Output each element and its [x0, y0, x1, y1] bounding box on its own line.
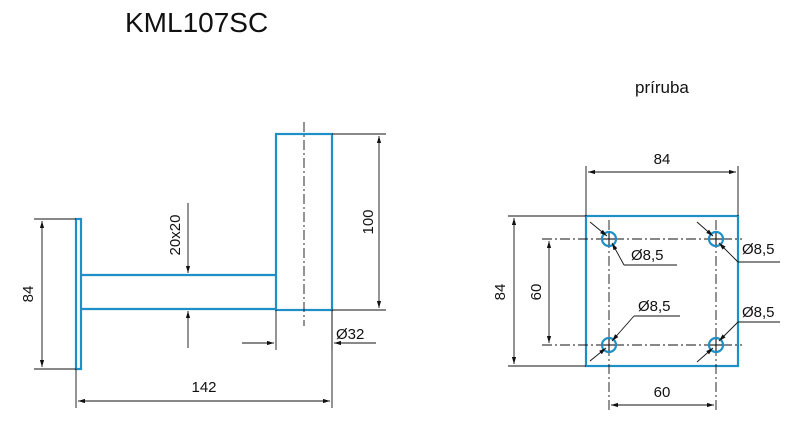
hole-label-bottom-right: Ø8,5	[742, 304, 775, 321]
hole-label-bottom-left: Ø8,5	[638, 298, 671, 315]
hole-bottom-right	[707, 336, 725, 354]
horizontal-arm	[81, 273, 276, 311]
flange-height-label: 84	[492, 284, 509, 301]
arm-section-label: 20x20	[167, 215, 184, 256]
hole-top-right	[707, 230, 725, 248]
hole-spacing-vertical-label: 60	[528, 284, 545, 301]
hole-spacing-horizontal-label: 60	[654, 384, 671, 401]
plate-height-label: 84	[20, 286, 37, 303]
hole-label-top-right: Ø8,5	[742, 241, 775, 258]
mast-height-label: 100	[360, 209, 377, 234]
flange-caption: príruba	[635, 78, 689, 97]
total-length-label: 142	[191, 379, 216, 396]
flange-width-label: 84	[654, 151, 671, 168]
flange-view: 84 84 60 60 Ø8,5 Ø8,5 Ø8,5 Ø8,5	[492, 151, 780, 412]
side-view: 84 20x20 100 Ø32 142	[20, 122, 386, 408]
hole-bottom-left	[600, 336, 618, 354]
mast-diameter-label: Ø32	[336, 326, 364, 343]
hole-label-top-left: Ø8,5	[631, 247, 664, 264]
flange-plate	[584, 214, 740, 368]
wall-plate	[74, 217, 83, 371]
drawing-title: KML107SC	[125, 7, 268, 38]
hole-top-left	[600, 230, 618, 248]
